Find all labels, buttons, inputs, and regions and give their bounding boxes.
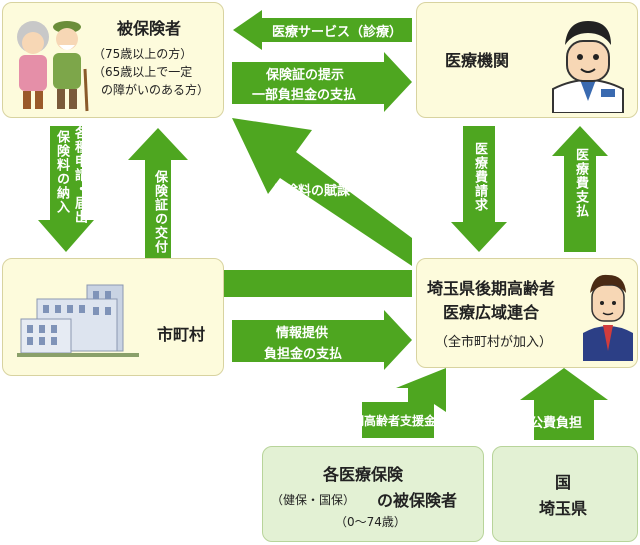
arrow-premium-levy — [232, 118, 412, 266]
label-medical-service: 医療サービス（診療） — [272, 25, 403, 40]
arrow-public-burden — [520, 368, 608, 440]
insured-title: 被保険者 — [117, 19, 182, 38]
arrow-medical-billing — [451, 126, 507, 252]
medical-title: 医療機関 — [445, 51, 510, 70]
national-line1: 国 — [555, 473, 572, 492]
insured-sub3: の障がいのある方） — [101, 83, 210, 97]
label-info-provide: 情報提供 — [276, 326, 329, 341]
label-premium-levy: 保険料の賦課 — [272, 184, 351, 199]
arrow-medical-service — [233, 10, 412, 50]
label-medical-billing: 医療費請求 — [472, 142, 487, 212]
city-box: 市町村 — [2, 258, 224, 376]
label-burden-payment: 負担金の支払 — [264, 347, 343, 362]
official-icon — [583, 274, 633, 361]
insured-sub2: （65歳以上で一定 — [93, 65, 193, 79]
city-building-icon — [17, 284, 139, 357]
insurers-title-line2a: （健保・国保） — [271, 493, 356, 507]
union-title-line1: 埼玉県後期高齢者 — [427, 279, 556, 298]
label-card-present: 保険証の提示 — [266, 68, 345, 83]
arrow-medical-payment — [552, 126, 608, 252]
label-applications: 各種申請・届出 — [72, 126, 87, 224]
elderly-couple-icon — [17, 21, 89, 112]
city-title: 市町村 — [157, 325, 206, 344]
insurers-title-line1: 各医療保険 — [323, 465, 404, 484]
insured-sub1: （75歳以上の方） — [93, 47, 193, 61]
label-medical-payment: 医療費支払 — [573, 148, 588, 218]
insured-box: 被保険者 （75歳以上の方） （65歳以上で一定 の障がいのある方） — [2, 2, 224, 118]
insurers-title-line2b: の被保険者 — [377, 491, 458, 510]
insurers-subtitle: （0〜74歳） — [335, 515, 406, 529]
union-subtitle: （全市町村が加入） — [435, 335, 553, 350]
doctor-icon — [552, 21, 624, 113]
union-title-line2: 医療広域連合 — [443, 303, 540, 322]
national-line2: 埼玉県 — [539, 499, 588, 518]
national-box: 国 埼玉県 — [492, 446, 638, 542]
arrow-support-fund — [362, 368, 446, 438]
label-card-issue: 保険証の交付 — [152, 170, 167, 254]
arrow-applications — [38, 126, 94, 252]
medical-box: 医療機関 — [416, 2, 638, 118]
arrow-card-payment — [232, 52, 412, 112]
insurers-box: 各医療保険 （健保・国保） の被保険者 （0〜74歳） — [262, 446, 484, 542]
arrow-info-burden — [232, 310, 412, 370]
label-premium-payment: 保険料の納入 — [54, 130, 69, 214]
label-support-fund: 後期高齢者支援金 — [340, 414, 437, 428]
label-public-burden: 公費負担 — [530, 416, 583, 431]
union-box: 埼玉県後期高齢者 医療広域連合 （全市町村が加入） — [416, 258, 638, 368]
label-partial-payment: 一部負担金の支払 — [252, 88, 357, 103]
